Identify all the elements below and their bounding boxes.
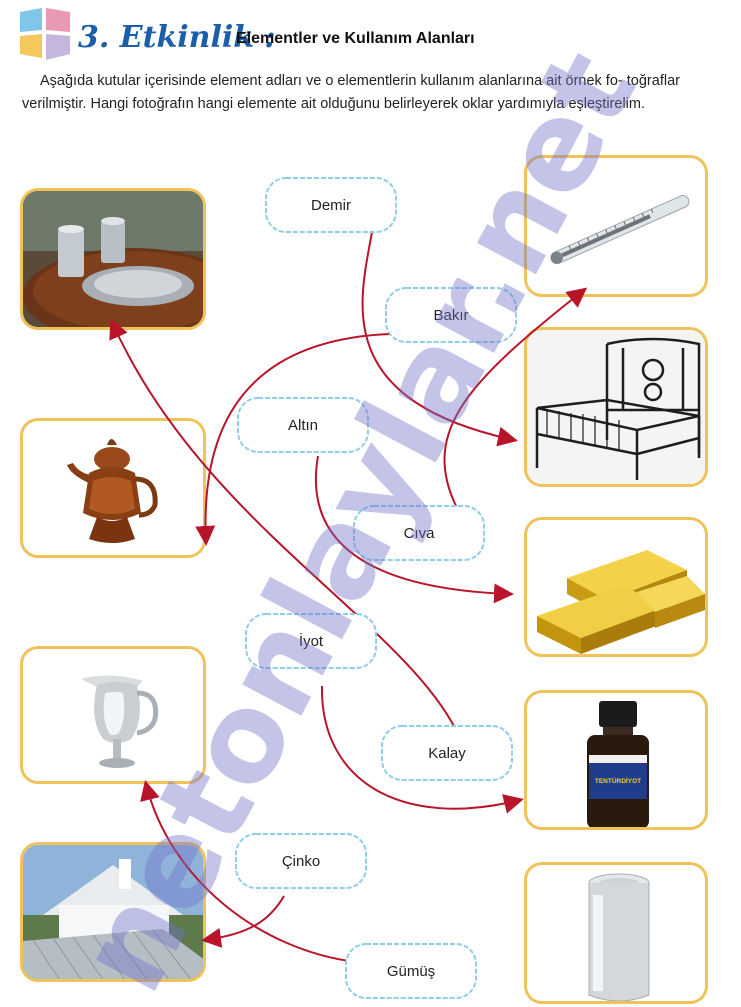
photo-zinc-roof[interactable]	[20, 842, 206, 982]
element-label-kalay: Kalay	[428, 745, 466, 762]
activity-title: 3. Etkinlik :	[78, 20, 276, 55]
bottle-label: TENTÜRDİYOT	[595, 776, 641, 785]
photo-mercury-thermometer[interactable]	[524, 155, 708, 297]
arrow-demir-to-bed	[361, 231, 518, 447]
element-label-cinko: Çinko	[281, 853, 321, 870]
element-label-iyot: İyot	[298, 633, 324, 650]
photo-silver-jug[interactable]	[20, 646, 206, 784]
element-label-demir: Demir	[311, 197, 351, 214]
element-label-altin: Altın	[287, 417, 318, 434]
photo-copper-teapot[interactable]	[20, 418, 206, 558]
instructions-line-2: toğraflar verilmiştir. Hangi fotoğrafın …	[22, 73, 680, 112]
photo-iron-bed[interactable]	[524, 327, 708, 487]
instructions-paragraph: Aşağıda kutular içerisinde element adlar…	[22, 70, 728, 116]
instructions-line-3: eşleştirelim.	[568, 96, 645, 112]
activity-subtitle: Elementler ve Kullanım Alanları	[236, 30, 475, 47]
photo-iodine-tincture-bottle[interactable]: TENTÜRDİYOT	[524, 690, 708, 830]
element-label-bakir: Bakır	[433, 307, 469, 324]
photo-tin-can[interactable]	[524, 862, 708, 1004]
instructions-line-1: Aşağıda kutular içerisinde element adlar…	[40, 73, 623, 89]
photo-tin-cups-and-plate[interactable]	[20, 188, 206, 330]
arrow-cinko-to-roof	[201, 895, 285, 948]
activity-logo-icon	[20, 8, 70, 60]
photo-gold-bars[interactable]	[524, 517, 708, 657]
element-label-civa: Cıva	[403, 525, 435, 542]
element-label-gumus: Gümüş	[386, 963, 436, 980]
arrow-bakir-to-teapot	[195, 333, 391, 546]
